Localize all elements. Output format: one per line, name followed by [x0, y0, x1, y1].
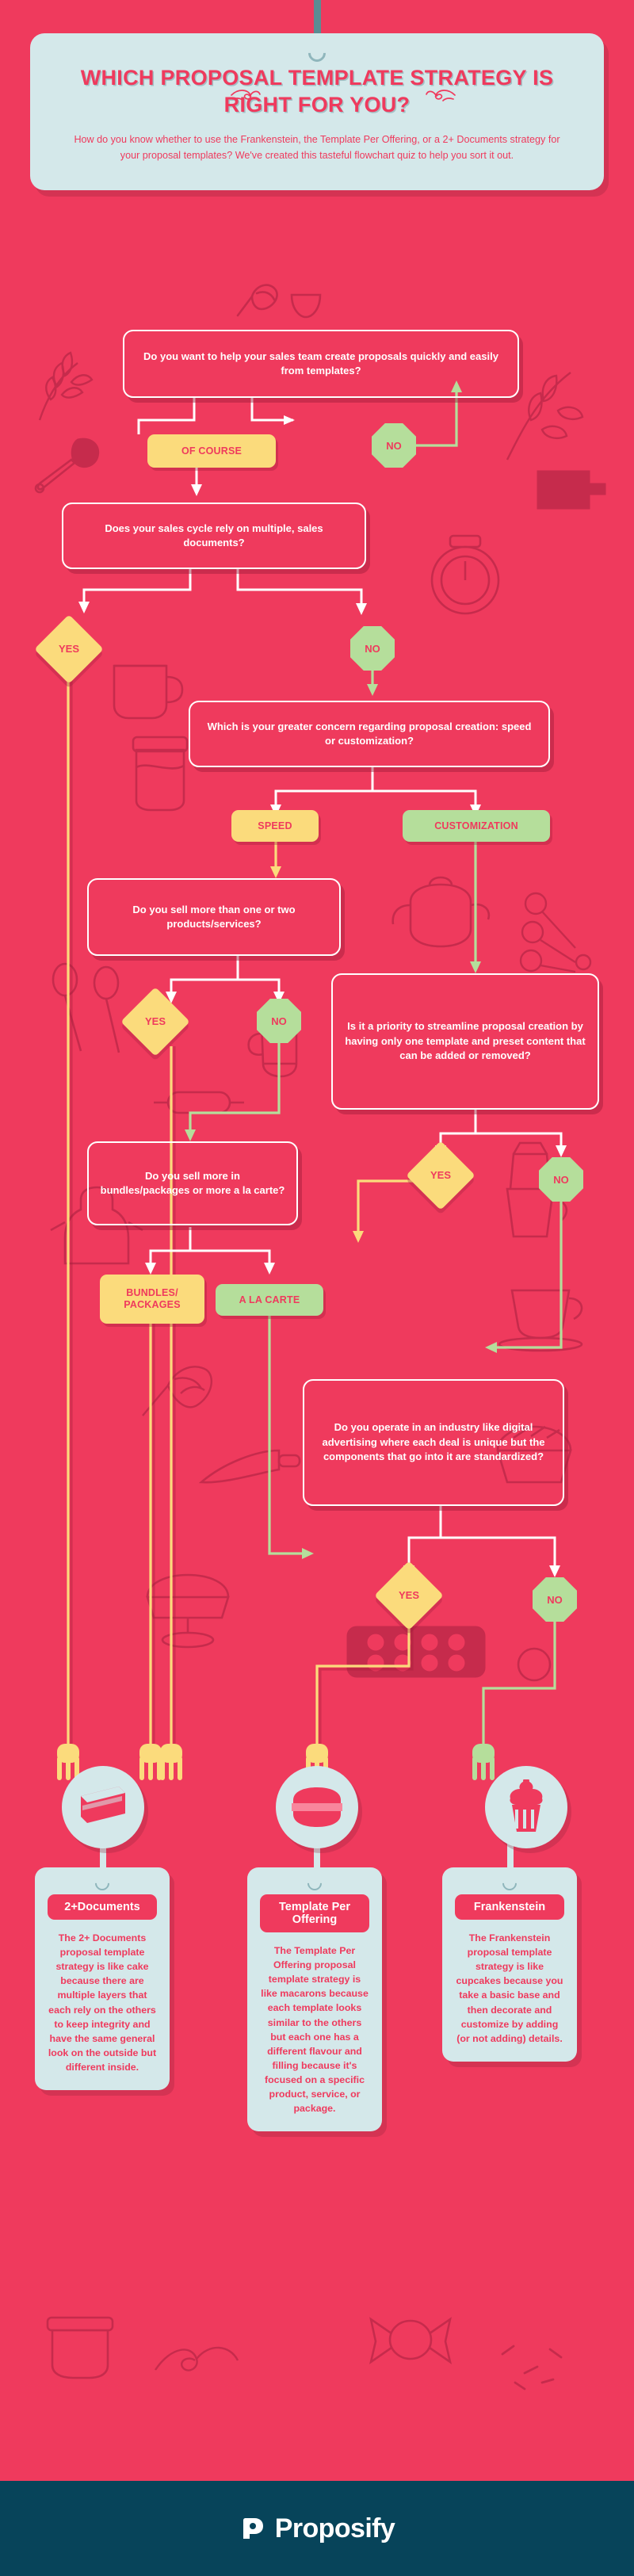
- fork-terminator-icon: [472, 1744, 495, 1780]
- result-body-3: The Frankenstein proposal template strat…: [456, 1932, 563, 2044]
- result-card-1: 2+Documents The 2+ Documents proposal te…: [35, 1867, 170, 2091]
- result-body-2: The Template Per Offering proposal templ…: [261, 1945, 369, 2115]
- footer-bar: Proposify: [0, 2481, 634, 2576]
- answer-speed[interactable]: SPEED: [231, 810, 319, 842]
- flourish-ornament-icon: [231, 90, 261, 101]
- result-stem-3: [507, 1840, 514, 1871]
- footer-brand: Proposify: [274, 2513, 395, 2544]
- answer-yes-4[interactable]: YES: [120, 987, 190, 1057]
- question-6-text: Do you sell more in bundles/packages or …: [100, 1169, 285, 1196]
- cupcake-icon: [510, 1779, 543, 1832]
- answer-no-5-label: NO: [553, 1173, 569, 1186]
- question-1-text: Do you want to help your sales team crea…: [143, 350, 498, 376]
- question-2-text: Does your sales cycle rely on multiple, …: [105, 522, 323, 548]
- answer-yes-2[interactable]: YES: [34, 614, 104, 684]
- answer-customization-label: CUSTOMIZATION: [434, 820, 518, 831]
- question-box-2[interactable]: Does your sales cycle rely on multiple, …: [62, 503, 366, 569]
- question-box-4[interactable]: Do you sell more than one or two product…: [87, 878, 341, 956]
- result-tag-3: Frankenstein: [455, 1894, 564, 1920]
- page-title: WHICH PROPOSAL TEMPLATE STRATEGY IS RIGH…: [80, 66, 554, 117]
- answer-no-2[interactable]: NO: [350, 626, 395, 671]
- header-card: WHICH PROPOSAL TEMPLATE STRATEGY IS RIGH…: [30, 33, 604, 191]
- answer-bundles-label: BUNDLES/ PACKAGES: [124, 1287, 181, 1310]
- result-tag-1: 2+Documents: [48, 1894, 157, 1920]
- question-box-3[interactable]: Which is your greater concern regarding …: [189, 701, 550, 767]
- punch-hole-icon: [499, 1873, 520, 1894]
- result-card-2: Template Per Offering The Template Per O…: [247, 1867, 382, 2132]
- question-4-text: Do you sell more than one or two product…: [132, 903, 296, 930]
- question-3-text: Which is your greater concern regarding …: [207, 720, 532, 747]
- macaron-icon: [292, 1787, 342, 1827]
- answer-customization[interactable]: CUSTOMIZATION: [403, 810, 550, 842]
- answer-yes-7[interactable]: YES: [374, 1561, 444, 1630]
- answer-of-course-label: OF COURSE: [181, 445, 243, 457]
- answer-yes-5[interactable]: YES: [406, 1141, 476, 1210]
- result-body-1: The 2+ Documents proposal template strat…: [48, 1932, 157, 2073]
- result-icon-circle-2: [276, 1766, 358, 1848]
- answer-no-4-label: NO: [271, 1015, 287, 1027]
- answer-a-la-carte[interactable]: A LA CARTE: [216, 1284, 323, 1316]
- answer-yes-7-label: YES: [398, 1589, 419, 1601]
- flourish-ornament-icon: [426, 90, 456, 101]
- answer-no-5[interactable]: NO: [539, 1157, 583, 1202]
- answer-no-7[interactable]: NO: [533, 1577, 577, 1622]
- result-card-3: Frankenstein The Frankenstein proposal t…: [442, 1867, 577, 2062]
- question-box-7[interactable]: Do you operate in an industry like digit…: [303, 1379, 564, 1506]
- result-icon-circle-1: [62, 1766, 144, 1848]
- answer-yes-4-label: YES: [144, 1015, 166, 1027]
- whisk-and-bowl-icon: [236, 284, 322, 319]
- page-subtitle: How do you know whether to use the Frank…: [74, 133, 560, 161]
- fork-terminator-icon: [139, 1744, 162, 1780]
- question-box-5[interactable]: Is it a priority to streamline proposal …: [331, 973, 599, 1110]
- punch-hole-icon: [92, 1873, 113, 1894]
- result-tag-2: Template Per Offering: [260, 1894, 369, 1932]
- cake-slice-icon: [81, 1787, 125, 1823]
- punch-hole-icon: [304, 1873, 325, 1894]
- tag-string: [314, 0, 321, 36]
- answer-speed-label: SPEED: [258, 820, 292, 831]
- answer-no-7-label: NO: [547, 1593, 563, 1606]
- answer-yes-2-label: YES: [58, 643, 79, 655]
- answer-no-1[interactable]: NO: [372, 423, 416, 468]
- result-stem-2: [314, 1840, 320, 1871]
- question-box-1[interactable]: Do you want to help your sales team crea…: [123, 330, 519, 398]
- answer-no-4[interactable]: NO: [257, 999, 301, 1043]
- result-icon-circle-3: [485, 1766, 567, 1848]
- answer-of-course[interactable]: OF COURSE: [147, 434, 276, 468]
- answer-yes-5-label: YES: [430, 1169, 451, 1181]
- question-box-6[interactable]: Do you sell more in bundles/packages or …: [87, 1141, 298, 1225]
- result-stem-1: [100, 1840, 106, 1871]
- answer-no-1-label: NO: [386, 439, 402, 452]
- answer-no-2-label: NO: [365, 642, 380, 655]
- question-7-text: Do you operate in an industry like digit…: [322, 1421, 545, 1463]
- answer-bundles-packages[interactable]: BUNDLES/ PACKAGES: [100, 1275, 204, 1324]
- proposify-mark-icon: [243, 2518, 263, 2539]
- question-5-text: Is it a priority to streamline proposal …: [345, 1020, 586, 1062]
- answer-a-la-carte-label: A LA CARTE: [239, 1294, 300, 1305]
